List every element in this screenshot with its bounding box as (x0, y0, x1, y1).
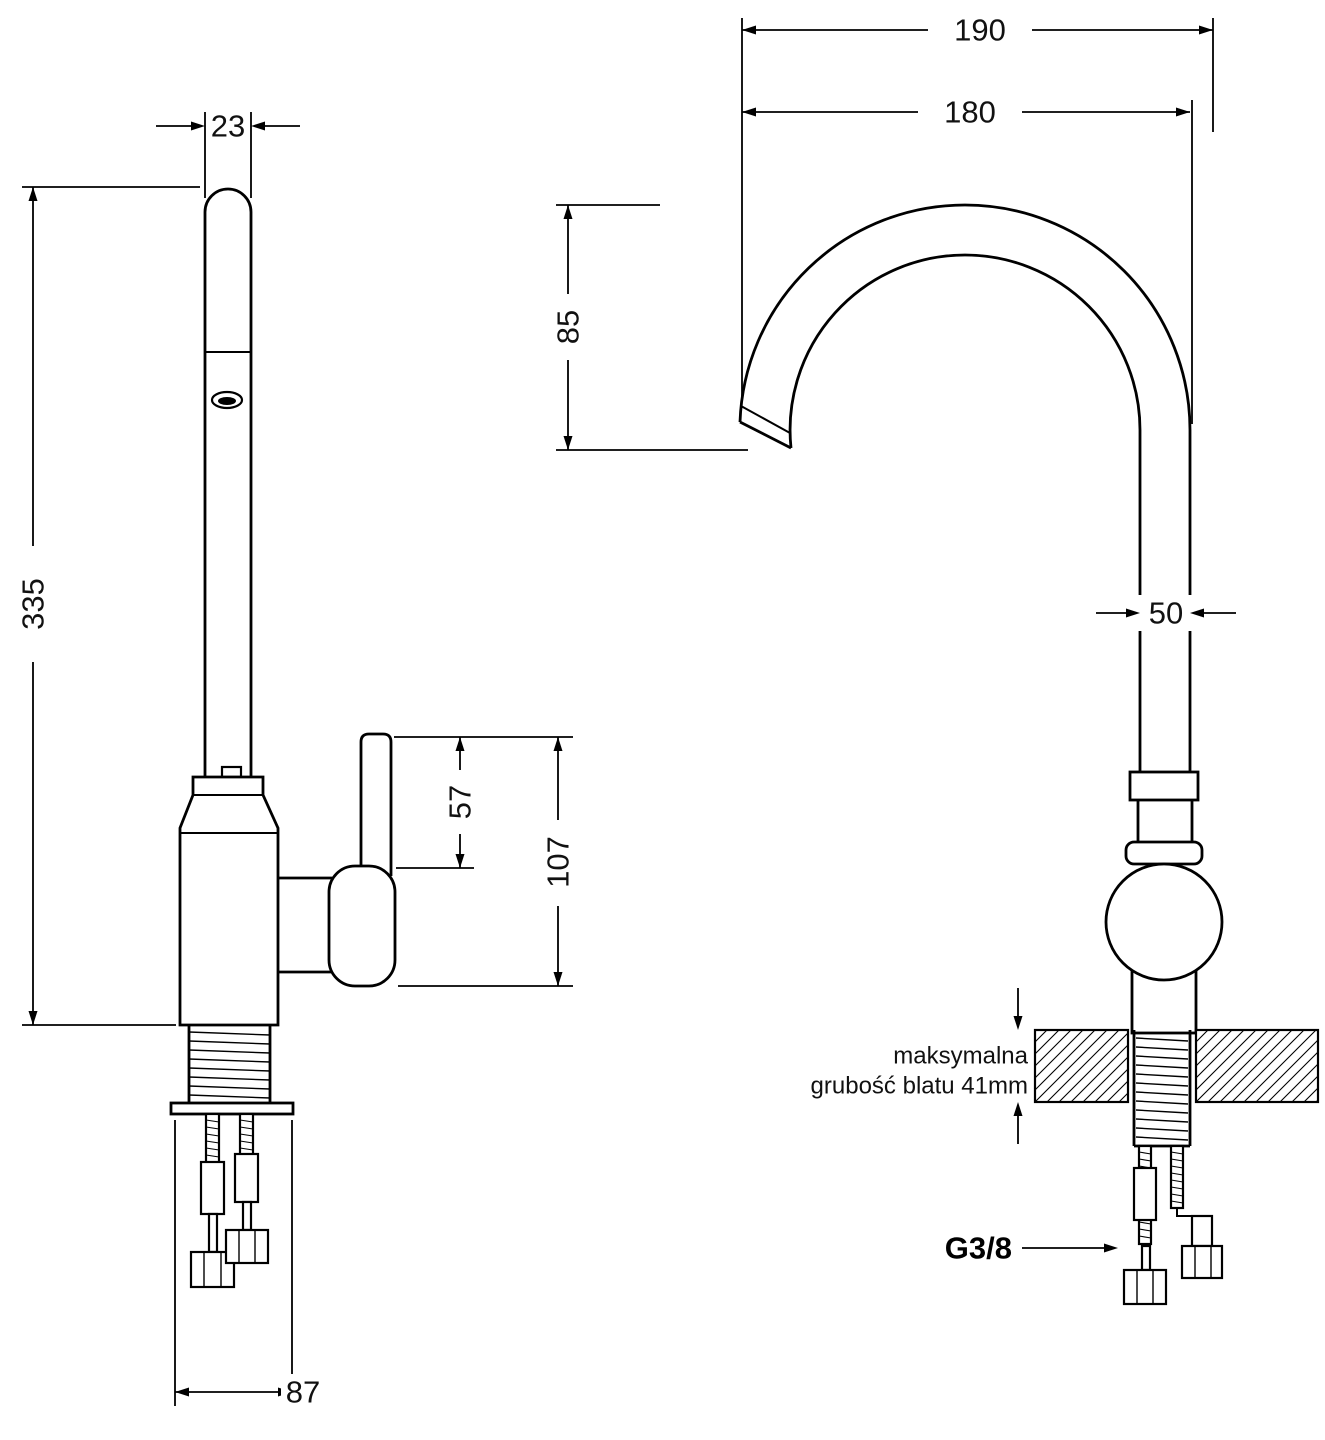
sleeve (199, 1160, 226, 1216)
handle-lever (359, 732, 393, 876)
dim-spout-reach-label: 180 (944, 95, 996, 130)
stud (1169, 1144, 1185, 1210)
dim-handle-height-label: 57 (443, 785, 478, 819)
arrow-icon (553, 737, 563, 751)
handle-bar-front (1124, 840, 1204, 866)
arrow-icon (1013, 1016, 1023, 1030)
handle-knob-front (1104, 862, 1224, 982)
mounting-hardware-side (189, 1112, 270, 1289)
dimension-spout-reach: 180 (742, 94, 1193, 424)
arrow-icon (1176, 107, 1190, 117)
dimension-riser-width: 50 (1096, 595, 1236, 631)
mounting-hardware-front (1122, 1144, 1224, 1306)
hex-nut (1122, 1268, 1168, 1306)
arrow-icon (563, 205, 573, 219)
spout-tip-aerator-line (740, 405, 791, 434)
dimension-body-height: 107 (394, 736, 576, 987)
arrow-icon (1104, 1243, 1118, 1253)
arrow-icon (455, 737, 465, 751)
stud-threads (1170, 1151, 1184, 1204)
hex-nut (1180, 1244, 1224, 1280)
dim-overall-width-label: 190 (954, 13, 1006, 48)
arrow-icon (1013, 1102, 1023, 1116)
spout-pipe (203, 187, 253, 778)
arrow-icon (175, 1387, 189, 1397)
front-view (738, 203, 1320, 1306)
arrow-icon (1199, 25, 1213, 35)
arrow-icon (28, 1011, 38, 1025)
countertop (1033, 1028, 1320, 1104)
sleeve (1190, 1214, 1214, 1248)
aerator-outlet (218, 397, 236, 405)
shank-threads (188, 1031, 271, 1099)
spout-tip-face (739, 420, 792, 450)
hose-elbow (1176, 1208, 1202, 1217)
riser-collar (1128, 770, 1200, 802)
countertop-thickness-note: maksymalna grubość blatu 41mm (811, 988, 1029, 1144)
dim-spout-width-label: 23 (211, 109, 245, 144)
countertop-left (1033, 1028, 1130, 1104)
faucet-body (178, 775, 280, 1027)
shank-sides (187, 1025, 272, 1103)
stem (207, 1212, 219, 1254)
gooseneck-inner (788, 253, 1142, 775)
dimension-overall-width: 190 (741, 10, 1214, 400)
hex-nut-facets (203, 1252, 222, 1287)
stem (241, 1200, 253, 1232)
shank-front-threads (1135, 1037, 1189, 1141)
arrow-icon (251, 121, 265, 131)
mounting-flange (169, 1101, 295, 1116)
dim-spout-drop-label: 85 (551, 310, 586, 344)
arrow-icon (1126, 608, 1140, 618)
counter-note-line2: grubość blatu 41mm (811, 1073, 1028, 1100)
dimension-total-height: 335 (14, 186, 200, 1026)
handle-joint (327, 864, 397, 988)
dimension-spout-width: 23 (156, 109, 300, 198)
arrow-icon (191, 121, 205, 131)
hex-nut (224, 1228, 270, 1265)
arrow-icon (1190, 608, 1204, 618)
hex-nut-facets (1136, 1270, 1154, 1304)
hex-nut-facets (238, 1230, 256, 1263)
dim-base-width-label: 87 (286, 1375, 320, 1410)
connection-thread-label: G3/8 (945, 1231, 1012, 1266)
dimension-spout-drop: 85 (550, 204, 748, 451)
dim-total-height-label: 335 (16, 578, 51, 630)
sleeve (1132, 1166, 1158, 1222)
arrow-icon (742, 107, 756, 117)
arrow-icon (563, 436, 573, 450)
collar-notch (220, 765, 243, 779)
countertop-hatch (1195, 1029, 1319, 1103)
countertop-right (1194, 1028, 1320, 1104)
dim-body-height-label: 107 (541, 836, 576, 888)
sleeve (233, 1152, 260, 1204)
arrow-icon (742, 25, 756, 35)
stem (1140, 1244, 1152, 1272)
dim-riser-width-label: 50 (1149, 596, 1183, 631)
dimension-handle-height: 57 (396, 737, 478, 869)
arrow-icon (455, 854, 465, 868)
counter-note-line1: maksymalna (893, 1043, 1028, 1070)
side-view (169, 187, 397, 1289)
handle-housing-lines (278, 876, 332, 974)
side-view-dimensions: 23 335 57 107 (14, 109, 576, 1410)
gooseneck-outer (738, 203, 1192, 775)
hex-nut-facets (1194, 1246, 1212, 1278)
countertop-hatch (1034, 1029, 1129, 1103)
arrow-icon (553, 972, 563, 986)
connection-thread-callout: G3/8 (945, 1231, 1118, 1266)
dimension-base-width: 87 (174, 1120, 325, 1410)
front-view-dimensions: 190 180 85 50 (550, 10, 1236, 1266)
arrow-icon (28, 187, 38, 201)
neck-lines (1136, 800, 1194, 842)
